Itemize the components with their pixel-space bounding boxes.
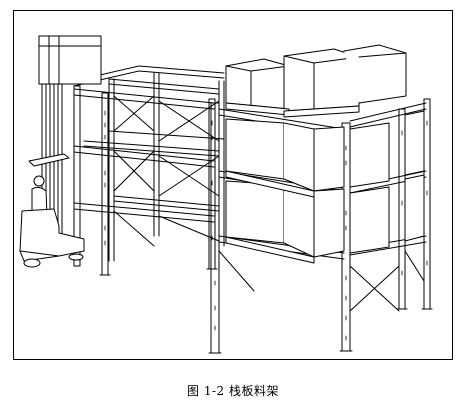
back-rack <box>73 65 225 262</box>
left-rack-frame <box>73 85 218 276</box>
order-picker-truck <box>19 35 102 268</box>
pallet-rack-illustration <box>19 35 433 354</box>
figure-caption: 图 1-2 栈板料架 <box>187 384 279 398</box>
figure-frame <box>13 10 453 360</box>
pallet-boxes <box>225 44 425 264</box>
